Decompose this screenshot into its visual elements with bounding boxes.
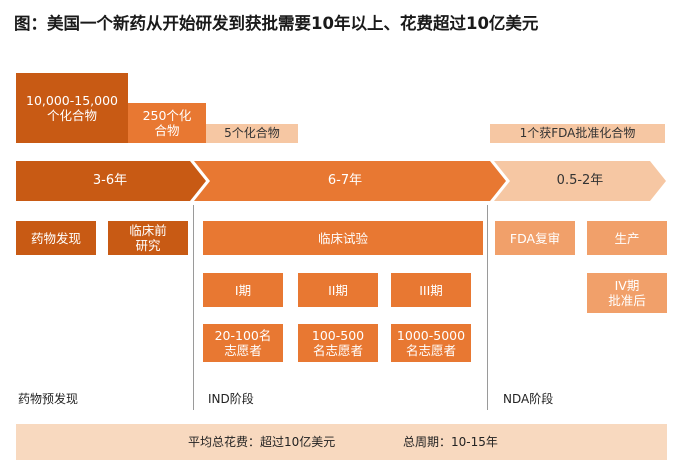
preclinical-research-box: 临床前 研究 xyxy=(108,221,188,255)
phase-ii-volunteers-box: 100-500 名志愿者 xyxy=(298,324,378,362)
phase-ii-box: II期 xyxy=(298,273,378,307)
compounds-initial-box: 10,000-15,000 个化合物 xyxy=(16,73,128,143)
footer-bar xyxy=(16,424,667,460)
phase-iii-volunteers-box: 1000-5000 名志愿者 xyxy=(391,324,471,362)
page-title: 图：美国一个新药从开始研发到获批需要10年以上、花费超过10亿美元 xyxy=(14,14,539,33)
phase-iii-box: III期 xyxy=(391,273,471,307)
timeline-arrow-3 xyxy=(494,161,666,201)
production-box: 生产 xyxy=(587,221,667,255)
period-label-discovery: 药物预发现 xyxy=(18,392,79,406)
drug-discovery-box: 药物发现 xyxy=(16,221,96,255)
clinical-trials-box: 临床试验 xyxy=(203,221,483,255)
period-label-ind: IND阶段 xyxy=(208,392,254,406)
period-label-nda: NDA阶段 xyxy=(503,392,554,406)
timeline-arrow-1 xyxy=(16,161,206,201)
phase-i-volunteers-box: 20-100名 志愿者 xyxy=(203,324,283,362)
phase-i-box: I期 xyxy=(203,273,283,307)
fda-review-box: FDA复审 xyxy=(495,221,575,255)
compounds-preclinical-box: 250个化 合物 xyxy=(128,103,206,143)
timeline-label-3: 0.5-2年 xyxy=(556,173,604,189)
timeline-label-1: 3-6年 xyxy=(92,173,128,189)
divider-ind xyxy=(193,205,194,410)
timeline-label-2: 6-7年 xyxy=(327,173,363,189)
compounds-approved-box: 1个获FDA批准化合物 xyxy=(490,124,665,143)
phase-iv-box: IV期 批准后 xyxy=(587,273,667,313)
compounds-clinical-box: 5个化合物 xyxy=(206,124,298,143)
divider-nda xyxy=(487,205,488,410)
timeline-arrow-2 xyxy=(194,161,506,201)
footer-total-duration: 总周期：10-15年 xyxy=(403,435,498,449)
footer-total-cost: 平均总花费：超过10亿美元 xyxy=(188,435,336,449)
